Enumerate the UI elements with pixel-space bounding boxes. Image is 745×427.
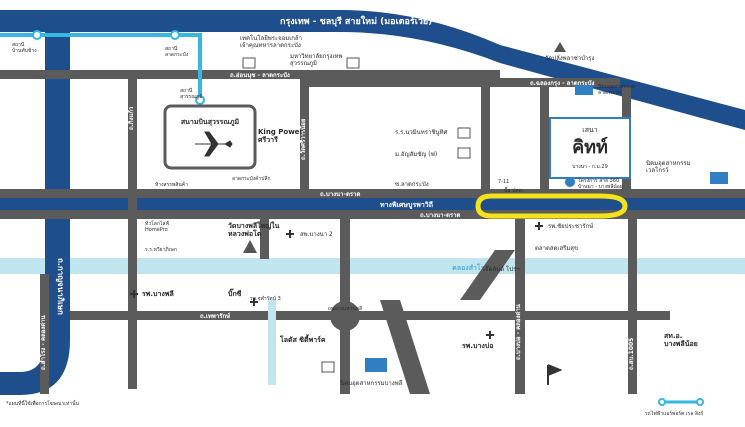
ptt-label: ปั๊ม ปตท.	[504, 186, 524, 194]
chularat-road	[260, 219, 269, 259]
seven-eleven-label: 7-11	[498, 179, 509, 185]
bangphli-temple-label: วัดบางพลีใหญ่ในหลวงพ่อโต	[228, 221, 280, 238]
theparak-road	[70, 311, 670, 320]
chularat2-label: รพ.ชัยประชารักษ์	[548, 222, 593, 230]
expressway	[0, 198, 745, 210]
bangphli-industrial-label: นิคมอุตสาหกรรมบางพลี	[340, 379, 403, 387]
bangphli-klongdan-label: ถ.บางบ่อ - คลองด่าน	[515, 303, 522, 360]
chalongkrung-label: ถ.ฉลองกรุง - ลาดกระบัง	[530, 79, 594, 87]
factory-icon	[365, 85, 728, 372]
school-label: ร.ร.นวมินทราชินูทิศ	[395, 129, 447, 136]
sorkor-label: สท.อ.บางพลีน้อย	[664, 332, 698, 348]
airport-link-line	[0, 33, 202, 100]
project-address-1: โครงการ สาย 360	[578, 177, 619, 184]
city-road-label: ซ.ลาดกระบัง	[395, 181, 429, 188]
motorway-top	[0, 10, 745, 130]
wat-sriwaree-label: ถ.วัดศรีวารีน้อย	[299, 118, 307, 160]
station-ban-thap-marker	[32, 30, 42, 40]
police-icon	[547, 364, 563, 385]
project-uturn	[475, 193, 628, 219]
school-bangphli-label: ร.ร.ทวีธาภิเษก	[145, 246, 177, 253]
onnut-label: ถ.อ่อนนุช - ลาดกระบัง	[230, 71, 290, 79]
project-sign: เสนา คิทท์ บางนา - ก.ม.29	[549, 117, 631, 179]
project-brand-big: คิทท์	[572, 136, 608, 158]
theparak-klongdan-road	[40, 274, 49, 394]
bangna-trad-lower-label: ถ.บางนา-ตราด	[420, 212, 460, 219]
diagonal-road-left	[380, 300, 430, 394]
airplane-icon	[195, 131, 233, 157]
airport-label: สนามบินสุวรรณภูมิ	[181, 118, 240, 127]
assumption-label: ม.อัญสัมชัญ (ฟ)	[395, 151, 437, 158]
station-suvarnabhumi-marker	[195, 95, 205, 105]
expressway-label: ทางพิเศษบูรพาวิถี	[380, 201, 433, 210]
sukhumvit2-label: สพ.บางนา 2	[300, 231, 333, 238]
roundabout	[330, 301, 360, 331]
onnut-ladkrabang-road	[0, 70, 500, 79]
bangna-trad-upper	[0, 189, 745, 198]
market-label: ลาดกระบังค้าปลีก	[232, 175, 271, 182]
wat-lat-label: วัดปลั่งพลาซ่าบำรุง	[545, 54, 595, 62]
project-tagline: บางนา - ก.ม.29	[572, 164, 608, 170]
kingkaew-label: ถ.กิ่งแก้ว	[126, 106, 135, 130]
canal-label: คลองสำโรง	[452, 263, 488, 272]
bangphli-klongdan-road	[515, 219, 525, 394]
bangna-trad-upper-label: ถ.บางนา-ตราด	[320, 191, 360, 198]
homepro-label: ทั่วโลกไลฟ์HomePro	[145, 220, 169, 233]
chalongkrung-road	[300, 78, 620, 87]
kingkaew-road	[128, 79, 137, 389]
wat-sriwaree-road	[300, 79, 309, 189]
hospital-bangphli-label: รพ.บางพลี	[142, 290, 174, 298]
market-sriworamit-label: ตลาดสดเสริมสุข	[535, 245, 578, 252]
station-ban-thap-label: สถานีบ้านทับช้าง	[12, 41, 37, 54]
sor1005-label: ถ.สบ.1005	[628, 338, 635, 370]
station-suvarnabhumi-label: สถานีสุวรรณภูมิ	[180, 87, 202, 100]
school-icon	[242, 57, 471, 373]
chularat3-label: รพ.จุฬารัตน์ 3	[250, 295, 281, 302]
kmitl-label: เทคโนโลยีพระจอมเกล้าเจ้าคุณทหารลาดกระบัง	[240, 34, 302, 49]
roundabout-label: ถนนวงแหวนพลี	[328, 305, 362, 312]
lotus-citypark-label: โลตัส ซิตี้พาร์ค	[279, 333, 326, 344]
kanchanaphisek-road	[0, 20, 70, 395]
bangna-trad-lower	[0, 210, 745, 219]
kanchanaphisek-label: ถ.กาญจนาภิเษก	[55, 258, 65, 315]
gh-market-label: เจ๊ดลันต์ โปรฯ	[483, 265, 520, 273]
kingkaew-37-road	[268, 300, 276, 385]
sor1005-road	[628, 219, 637, 394]
diagonal-road-right	[460, 250, 515, 300]
footnote: *แผนที่นี้ใช้เพื่อการโฆษณาเท่านั้น	[6, 398, 80, 407]
hospital-icon	[130, 222, 543, 339]
home-pro-label: ห้างสรรพสินค้า	[155, 181, 188, 188]
ladkrabang-industrial-label: นิคมอุตสาหกรรมลาดกระบัง	[598, 83, 635, 96]
bigc-label: บิ๊กซี	[227, 288, 241, 298]
temple-icon	[243, 42, 566, 253]
theparak-klongdan-label: ถ.สำโรง - คลองด่าน	[39, 315, 47, 370]
soi-road-540	[540, 87, 549, 189]
project-marker	[565, 177, 575, 187]
motorway-label: กรุงเทพ - ชลบุรี สายใหม่ (มอเตอร์เวย์)	[280, 15, 432, 27]
rail-legend-label: รถไฟฟ้าแอร์พอร์ต เรล ลิงก์	[645, 410, 703, 417]
theparak-label: ถ.เทพารักษ์	[200, 312, 230, 320]
canal	[0, 258, 745, 274]
rail-legend: รถไฟฟ้าแอร์พอร์ต เรล ลิงก์	[645, 398, 704, 417]
hospital-bangbo-label: รพ.บางบ่อ	[462, 342, 493, 350]
project-address-2: บ้านนา - บางพลีน้อย	[578, 183, 623, 190]
soi-road-480	[481, 87, 490, 189]
project-brand-small: เสนา	[582, 126, 597, 134]
uni-label: มหาวิทยาลัยกรุงเทพสุวรรณภูมิ	[290, 53, 342, 67]
station-lat-label: สถานีลาดกระบัง	[165, 45, 189, 58]
station-lat-marker	[170, 30, 180, 40]
welgrow-industrial-label: นิคมอุตสาหกรรมเวลโกรว์	[646, 160, 691, 174]
